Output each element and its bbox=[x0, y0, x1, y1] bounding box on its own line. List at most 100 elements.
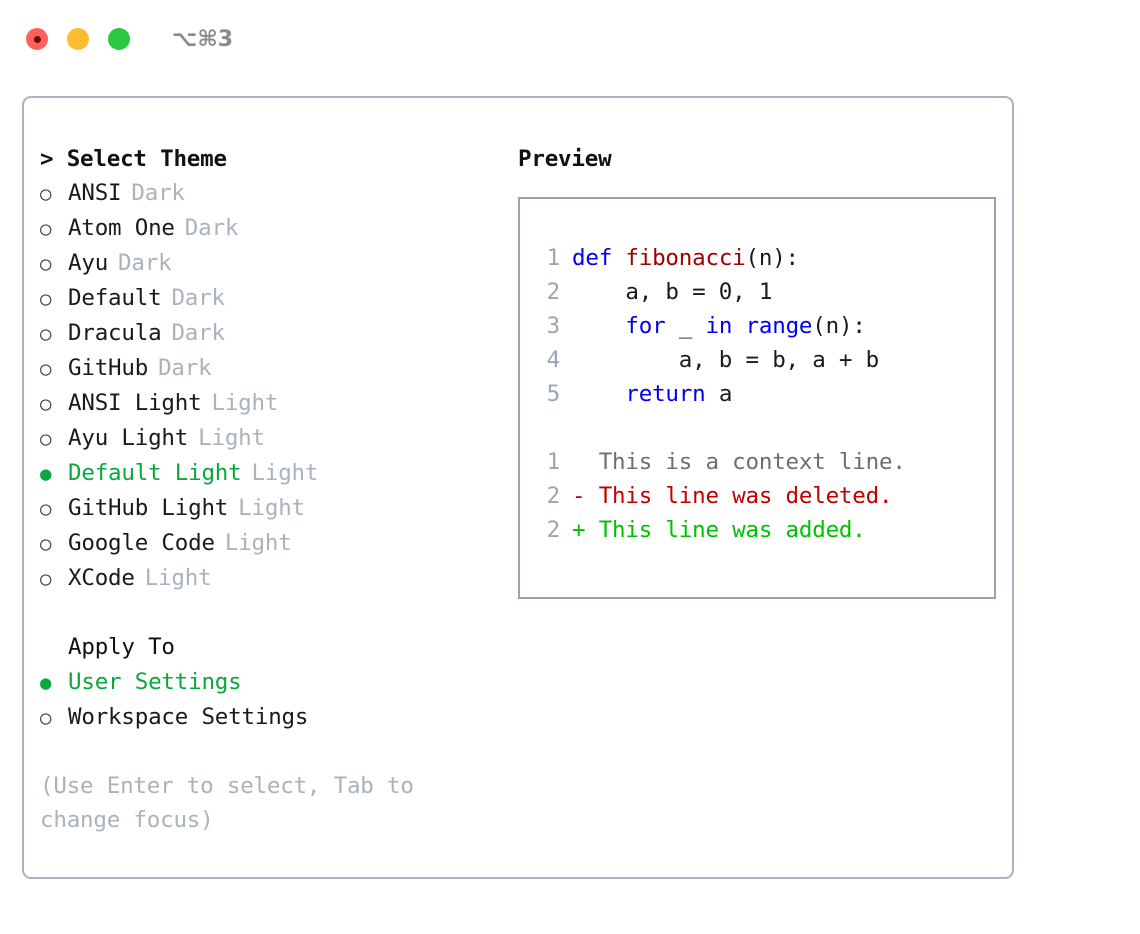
code-line: 1 def fibonacci(n): bbox=[520, 241, 994, 275]
theme-name: ANSI Light bbox=[68, 390, 202, 416]
code-token: in bbox=[705, 313, 733, 339]
diff-line-number: 2 bbox=[546, 517, 561, 543]
diff-line-text: This is a context line. bbox=[585, 449, 906, 475]
line-number: 2 bbox=[546, 279, 561, 305]
theme-name: Default Light bbox=[68, 460, 242, 486]
code-token: (n): bbox=[812, 313, 866, 339]
radio-unselected-icon: ○ bbox=[40, 183, 52, 205]
code-token: _ bbox=[665, 313, 706, 339]
theme-variant-tag: Dark bbox=[184, 215, 239, 241]
theme-list-item[interactable]: ○ XCode Light bbox=[40, 561, 500, 596]
theme-name: GitHub bbox=[68, 355, 149, 381]
code-token: range bbox=[745, 313, 813, 339]
keyboard-hint: (Use Enter to select, Tab to change focu… bbox=[40, 773, 414, 833]
code-line-text: for _ in range(n): bbox=[572, 309, 866, 343]
diff-line-text: This line was added. bbox=[585, 517, 866, 543]
theme-variant-tag: Dark bbox=[171, 320, 225, 346]
preview-heading: Preview bbox=[518, 146, 612, 172]
code-line: 4 a, b = b, a + b bbox=[520, 343, 994, 377]
theme-variant-tag: Dark bbox=[171, 285, 225, 311]
code-line-text: a, b = b, a + b bbox=[572, 343, 879, 377]
theme-name: Ayu Light bbox=[68, 425, 189, 451]
diff-line-number: 2 bbox=[546, 483, 561, 509]
theme-variant-tag: Light bbox=[238, 495, 305, 521]
diff-sample: 1 This is a context line.2- This line wa… bbox=[520, 445, 994, 547]
apply-to-option-label: Workspace Settings bbox=[68, 704, 309, 730]
theme-variant-tag: Dark bbox=[118, 250, 172, 276]
radio-unselected-icon: ○ bbox=[40, 568, 52, 590]
code-token bbox=[732, 313, 745, 339]
maximize-button-icon[interactable] bbox=[108, 28, 130, 50]
code-token: def bbox=[572, 245, 626, 271]
radio-unselected-icon: ○ bbox=[40, 498, 52, 520]
minimize-button-icon[interactable] bbox=[67, 28, 89, 50]
theme-variant-tag: Light bbox=[251, 460, 319, 486]
apply-to-option[interactable]: ● User Settings bbox=[40, 665, 500, 700]
code-token: a, b = b, a + b bbox=[572, 347, 879, 373]
apply-to-bullet-placeholder: ○ bbox=[40, 631, 68, 665]
code-line-text: def fibonacci(n): bbox=[572, 241, 799, 275]
code-line: 3 for _ in range(n): bbox=[520, 309, 994, 343]
radio-selected-icon: ● bbox=[40, 672, 52, 694]
window-title: ⌥⌘3 bbox=[172, 26, 234, 52]
apply-to-option-label: User Settings bbox=[68, 669, 242, 695]
code-token: a, b = 0, 1 bbox=[572, 279, 773, 305]
radio-selected-icon: ● bbox=[40, 463, 52, 485]
diff-marker: + bbox=[572, 517, 586, 543]
section-spacer bbox=[40, 596, 500, 630]
diff-marker bbox=[572, 445, 585, 479]
radio-unselected-icon: ○ bbox=[40, 428, 52, 450]
select-theme-heading: > Select Theme bbox=[40, 146, 227, 172]
code-token bbox=[572, 313, 625, 339]
apply-to-option[interactable]: ○ Workspace Settings bbox=[40, 700, 500, 735]
theme-name: Google Code bbox=[68, 530, 215, 556]
code-token bbox=[572, 381, 625, 407]
theme-variant-tag: Light bbox=[144, 565, 212, 591]
code-token: (n): bbox=[745, 245, 800, 271]
code-token: for bbox=[625, 313, 666, 339]
code-line: 2 a, b = 0, 1 bbox=[520, 275, 994, 309]
title-bar: ⌥⌘3 bbox=[0, 0, 1140, 78]
radio-unselected-icon: ○ bbox=[40, 253, 52, 275]
diff-line-text: This line was deleted. bbox=[585, 483, 893, 509]
theme-variant-tag: Light bbox=[198, 425, 265, 451]
diff-line: 2- This line was deleted. bbox=[520, 479, 994, 513]
recording-dot-icon bbox=[33, 35, 41, 43]
line-number: 5 bbox=[546, 381, 561, 407]
radio-unselected-icon: ○ bbox=[40, 288, 52, 310]
line-number: 4 bbox=[546, 347, 561, 373]
theme-name: ANSI bbox=[68, 180, 122, 206]
theme-name: Atom One bbox=[68, 215, 175, 241]
diff-line: 2 + This line was added. bbox=[520, 513, 994, 547]
line-number: 1 bbox=[546, 245, 561, 271]
theme-name: XCode bbox=[68, 565, 135, 591]
apply-to-heading-row: ○ Apply To bbox=[40, 630, 500, 665]
diff-marker: - bbox=[572, 483, 586, 509]
code-token: a bbox=[705, 381, 733, 407]
close-button-icon[interactable] bbox=[26, 28, 48, 50]
apply-to-heading: Apply To bbox=[68, 634, 175, 660]
theme-list-item[interactable]: ○ Ayu Light Light bbox=[40, 421, 500, 456]
theme-name: Dracula bbox=[68, 320, 162, 346]
radio-unselected-icon: ○ bbox=[40, 707, 52, 729]
code-line-text: return a bbox=[572, 377, 732, 411]
theme-variant-tag: Dark bbox=[158, 355, 212, 381]
theme-variant-tag: Light bbox=[211, 390, 279, 416]
theme-list-item[interactable]: ● Default Light Light bbox=[40, 456, 500, 491]
line-number: 3 bbox=[546, 313, 561, 339]
code-token: fibonacci bbox=[625, 245, 746, 271]
theme-variant-tag: Light bbox=[224, 530, 292, 556]
